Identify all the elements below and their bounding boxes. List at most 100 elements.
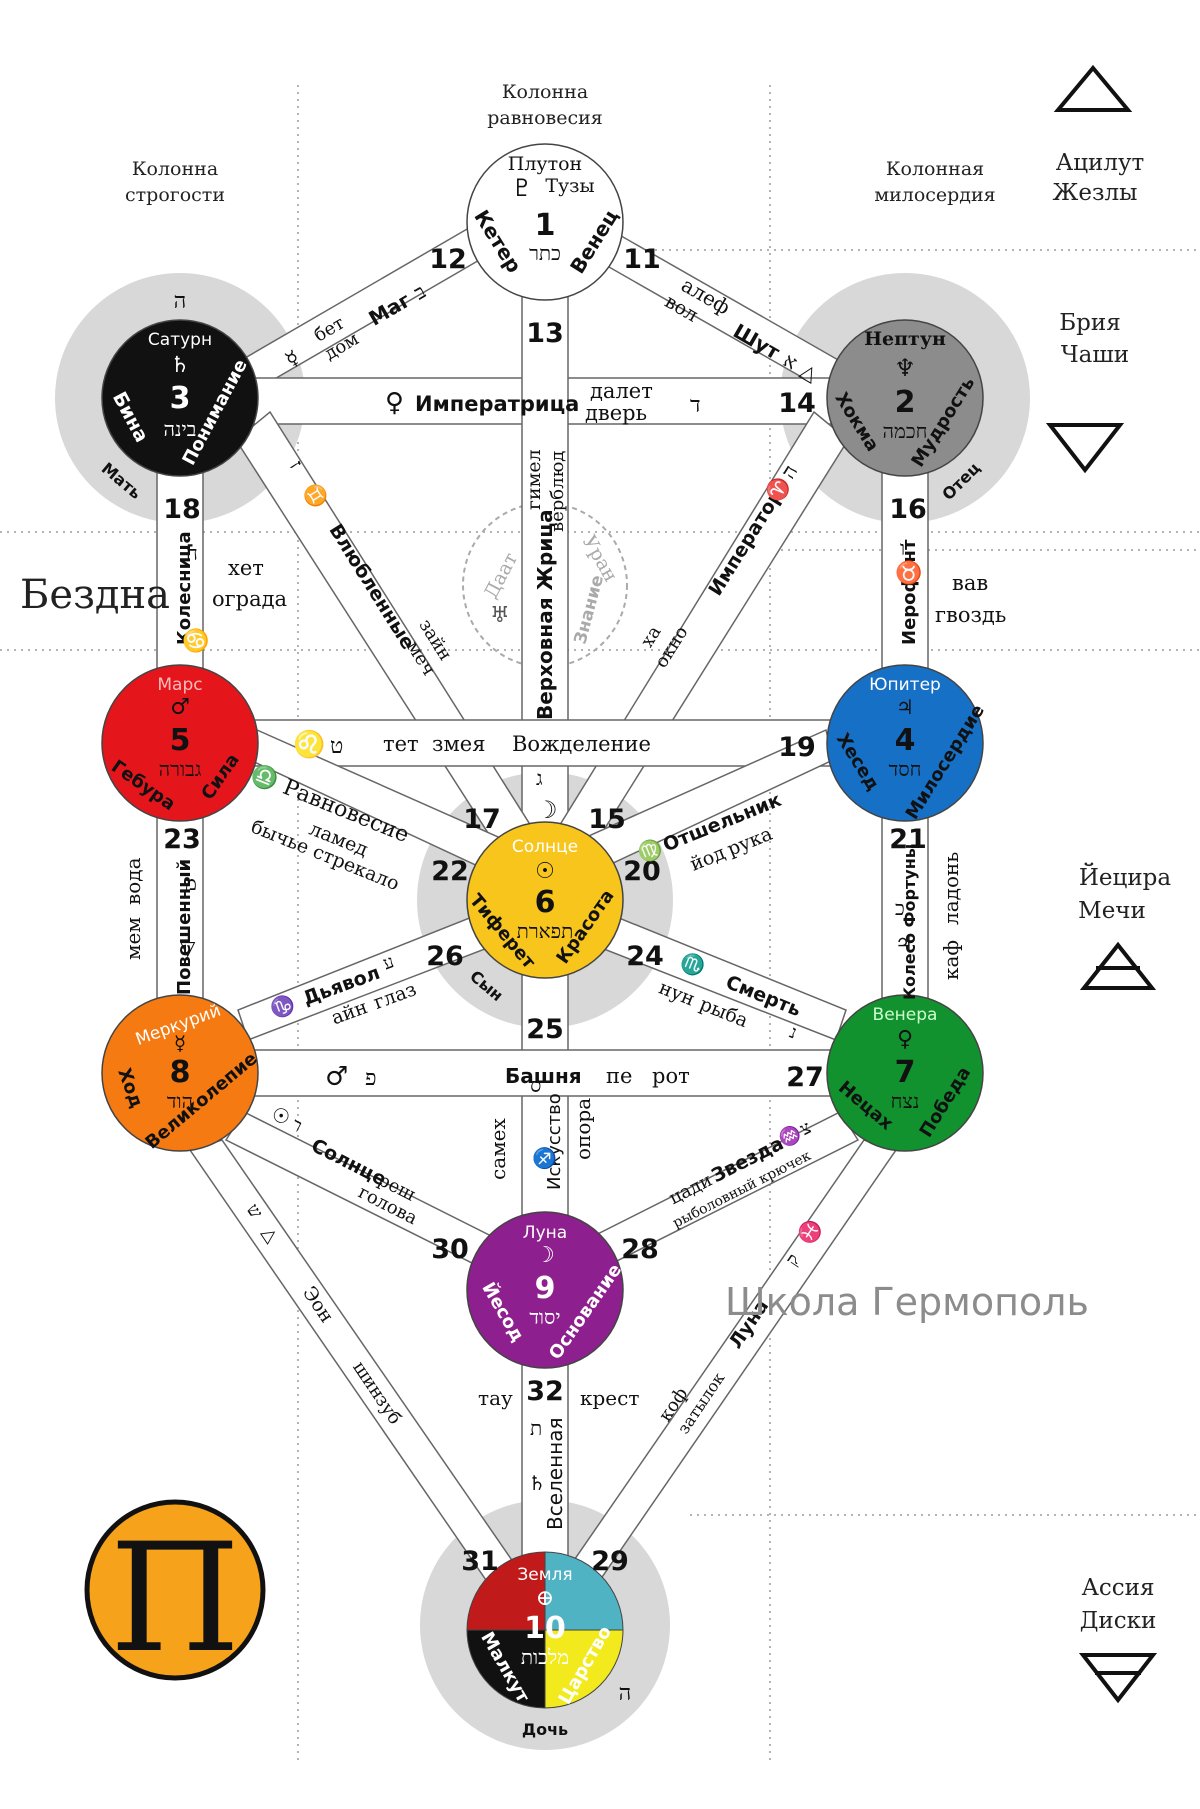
gevurah-symbol: ♂ [170, 695, 190, 720]
path-number-17: 17 [463, 804, 501, 835]
sephirah-tiferet [466, 821, 624, 979]
path-25-heb: ס [530, 1073, 541, 1097]
path-16-heb: ו [900, 536, 905, 560]
element-symbols [1045, 64, 1158, 1704]
keter-extra: Тузы [545, 175, 594, 197]
chokmah-planet: Нептун [864, 328, 946, 350]
path-number-15: 15 [588, 804, 626, 835]
sephirah-netzach [826, 994, 984, 1152]
path-number-30: 30 [431, 1234, 469, 1265]
path-number-22: 22 [431, 856, 469, 887]
path-32-word: крест [580, 1386, 639, 1410]
chokmah-number: 2 [895, 385, 916, 420]
path-21-sign: ♃ [895, 931, 913, 955]
tiferet-number: 6 [535, 885, 556, 920]
path-14-tarot: Императрица [415, 392, 579, 416]
malkuth-halo: Дочь [522, 1720, 568, 1739]
school-logo: П [84, 1499, 266, 1686]
path-19-tarot: Вожделение [512, 732, 651, 756]
column-mercy-line1: Колонная [886, 158, 984, 180]
malkuth-number: 10 [524, 1611, 566, 1646]
sephirah-binah [101, 319, 259, 477]
path-13-heb: ג [536, 766, 543, 790]
path-14-letter: далет [590, 379, 653, 403]
malkuth-quarter-2 [544, 1551, 624, 1631]
malkuth-letter: ה [619, 1681, 632, 1706]
hod-hebrew: הוד [167, 1089, 193, 1113]
path-25-sign: ♐ [532, 1146, 557, 1170]
binah-number: 3 [170, 381, 191, 416]
path-18-heb: ח [186, 541, 198, 565]
path-19-sign: ♌ [293, 729, 325, 760]
path-19-letter: тет [383, 732, 419, 756]
sephirah-hod [101, 994, 259, 1152]
chesed-hebrew: חסד [889, 757, 922, 781]
fire-triangle-icon [1053, 64, 1133, 112]
path-27-word: рот [652, 1064, 690, 1088]
malkuth-quarter-4 [544, 1629, 624, 1709]
path-number-24: 24 [626, 941, 664, 972]
path-number-12: 12 [429, 244, 467, 275]
sephirah-malkuth [466, 1551, 624, 1709]
sephirah-chokmah [826, 319, 984, 477]
logo-letter: П [110, 1512, 241, 1686]
path-16-tarot: Иерофант [899, 539, 920, 645]
yesod-number: 9 [535, 1271, 556, 1306]
malkuth-symbol: ⊕ [536, 1586, 554, 1611]
column-balance-line2: равновесия [487, 107, 603, 129]
path-number-19: 19 [778, 732, 816, 763]
path-32-heb: ת [530, 1416, 542, 1440]
watermark-text: Школа Гермополь [725, 1280, 1089, 1324]
path-18-letter: хет [228, 556, 264, 580]
path-number-13: 13 [526, 318, 564, 349]
path-number-31: 31 [461, 1546, 499, 1577]
path-25-word: опора [571, 1098, 595, 1160]
path-number-20: 20 [623, 856, 661, 887]
path-32-letter: тау [478, 1386, 513, 1410]
column-mercy-line2: милосердия [874, 184, 995, 206]
world-yetzirah-line1: Йецира [1079, 863, 1172, 891]
path-23-sign: ▽ [180, 936, 196, 960]
daat-name: Даат [480, 549, 522, 602]
column-severity-line2: строгости [125, 184, 225, 206]
path-19-heb: ט [330, 734, 343, 759]
keter-hebrew: כתר [529, 241, 561, 265]
column-balance-line1: Колонна [502, 81, 588, 103]
path-27-sign: ♂ [325, 1062, 348, 1092]
path-32-tarot: Вселенная [543, 1417, 567, 1530]
path-16-letter: вав [952, 571, 988, 595]
column-severity-line1: Колонна [132, 158, 218, 180]
chesed-number: 4 [895, 723, 916, 758]
path-21-letter: каф [939, 940, 963, 980]
path-18-sign: ♋ [182, 628, 209, 654]
path-number-27: 27 [786, 1062, 824, 1093]
tiferet-planet: Солнце [512, 837, 578, 857]
path-27-heb: פ [365, 1066, 377, 1091]
malkuth-hebrew: מלכות [521, 1645, 569, 1669]
world-assiah-line1: Ассия [1081, 1575, 1154, 1601]
path-14-sign: ♀ [385, 388, 404, 418]
world-assiah-line2: Диски [1080, 1608, 1157, 1634]
binah-planet: Сатурн [148, 330, 212, 350]
path-25-tarot: Искусство [544, 1093, 565, 1190]
yesod-hebrew: יסוד [529, 1305, 560, 1329]
world-atziluth-line2: Жезлы [1053, 180, 1138, 206]
path-13-tarot: Верховная Жрица [533, 509, 557, 720]
path-13-sign: ☽ [536, 796, 558, 824]
path-number-18: 18 [163, 494, 201, 525]
path-27-tarot: Башня [505, 1064, 582, 1088]
path-13-word: верблюд [547, 451, 568, 532]
path-number-32: 32 [526, 1376, 564, 1407]
sephirah-gevurah [101, 664, 259, 822]
hod-symbol: ☿ [174, 1031, 186, 1055]
path-20-letter: йод [687, 842, 728, 876]
world-atziluth-line1: Ацилут [1056, 150, 1144, 176]
path-32-sign: ♄ [528, 1471, 546, 1495]
gevurah-number: 5 [170, 723, 191, 758]
gevurah-hebrew: גבורה [159, 757, 202, 781]
world-briah-line2: Чаши [1061, 342, 1129, 368]
chokmah-symbol: ♆ [894, 354, 916, 382]
chesed-symbol: ♃ [896, 695, 914, 719]
path-number-21: 21 [889, 824, 927, 855]
world-yetzirah-line2: Мечи [1078, 898, 1146, 924]
